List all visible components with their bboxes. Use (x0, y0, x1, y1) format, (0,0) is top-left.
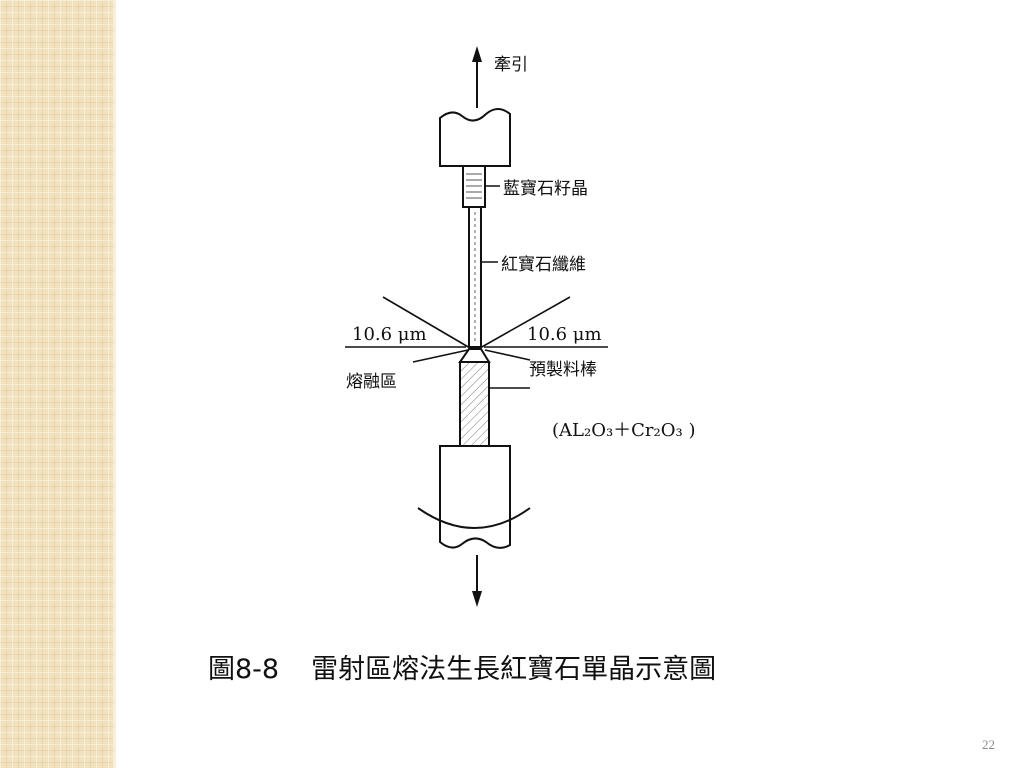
label-melt-zone: 熔融區 (346, 372, 397, 392)
upper-holder (439, 108, 511, 167)
label-formula: (AL₂O₃＋Cr₂O₃ ) (552, 420, 695, 441)
ruby-fiber (468, 206, 482, 348)
label-seed-crystal: 藍寶石籽晶 (503, 178, 588, 199)
pull-arrow-down (472, 555, 482, 607)
figure-caption: 圖8-8 雷射區熔法生長紅寶石單晶示意圖 (208, 647, 716, 686)
page-number: 22 (982, 737, 995, 752)
laser-float-zone-diagram: 牽引 藍寶石籽晶 紅寶石纖維 10.6 μm 10.6 μm 熔融區 預製料棒 … (345, 46, 695, 607)
label-ruby-fiber: 紅寶石纖維 (501, 254, 586, 275)
seed-crystal (462, 165, 486, 208)
caption-text: 雷射區熔法生長紅寶石單晶示意圖 (311, 654, 717, 685)
lower-holder (439, 445, 511, 549)
label-preform: 預製料棒 (529, 360, 597, 380)
caption-number: 圖8-8 (208, 654, 280, 685)
pull-arrow-up (472, 46, 482, 108)
label-laser-left: 10.6 μm (352, 324, 427, 345)
label-pull: 牽引 (494, 55, 528, 75)
preform-rod (459, 361, 490, 447)
laser-beams (345, 296, 608, 363)
sidebar-edge (113, 0, 116, 768)
label-laser-right: 10.6 μm (527, 324, 602, 345)
rotation-arc (417, 507, 531, 529)
decorative-sidebar (0, 0, 114, 768)
